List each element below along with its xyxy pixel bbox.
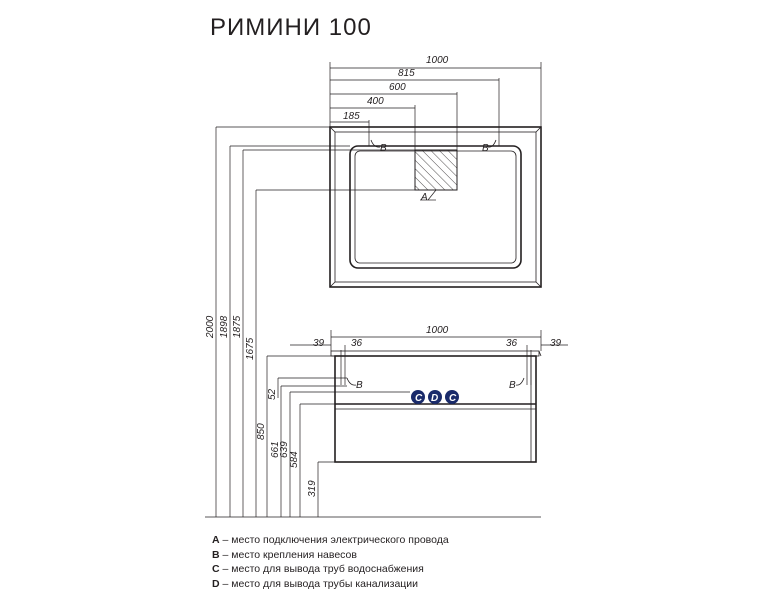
label-b-mirror-left: B xyxy=(380,143,387,154)
label-c-left: C xyxy=(415,393,423,404)
water-pipe-outlet-right xyxy=(445,390,459,404)
cabinet-front-view: 1000 39 36 36 39 B B C D C xyxy=(290,325,568,463)
mirror-outer-frame xyxy=(329,126,542,288)
label-b-cabinet-right: B xyxy=(509,380,516,391)
dim-1000-cabinet: 1000 xyxy=(426,325,449,336)
height-1875: 1875 xyxy=(232,315,243,338)
height-1898: 1898 xyxy=(219,315,230,338)
mirror-width-dimensions: 1000 815 600 400 185 xyxy=(329,55,542,150)
label-d: D xyxy=(431,393,438,404)
dim-400: 400 xyxy=(367,96,384,107)
label-a: A xyxy=(420,192,428,203)
label-b-cabinet-left: B xyxy=(356,380,363,391)
legend: A – место подключения электрического про… xyxy=(212,533,449,591)
page-title: РИМИНИ 100 xyxy=(210,14,372,41)
mirror-bevel xyxy=(334,131,537,283)
mirror-top-view: 1000 815 600 400 185 B B A xyxy=(329,55,542,288)
dim-36-left: 36 xyxy=(351,338,363,349)
dim-39-left: 39 xyxy=(313,338,325,349)
height-584: 584 xyxy=(289,451,300,468)
legend-item-d: D – место для вывода трубы канализации xyxy=(212,577,419,590)
height-1675: 1675 xyxy=(245,337,256,360)
dim-600: 600 xyxy=(389,82,406,93)
dim-36-right: 36 xyxy=(506,338,518,349)
electrical-connection-zone xyxy=(414,149,458,191)
height-661: 661 xyxy=(270,441,281,458)
height-319: 319 xyxy=(307,480,318,497)
height-52: 52 xyxy=(267,388,278,400)
legend-item-c: C – место для вывода труб водоснабжения xyxy=(212,563,424,575)
legend-item-b: B – место крепления навесов xyxy=(212,548,357,561)
cabinet-width-dimensions: 1000 39 36 36 39 xyxy=(290,325,568,385)
height-2000: 2000 xyxy=(205,315,216,339)
height-850: 850 xyxy=(256,423,267,440)
dim-185: 185 xyxy=(343,111,360,122)
height-dimensions: 2000 1898 1875 1675 850 52 661 639 584 xyxy=(205,126,420,517)
legend-item-a: A – место подключения электрического про… xyxy=(212,534,449,546)
dim-815: 815 xyxy=(398,68,415,79)
height-639: 639 xyxy=(279,441,290,458)
water-pipe-outlet-left xyxy=(411,390,425,404)
label-c-right: C xyxy=(449,393,457,404)
label-b-mirror-right: B xyxy=(482,143,489,154)
dim-1000-top: 1000 xyxy=(426,55,449,66)
dim-39-right: 39 xyxy=(550,338,562,349)
sewer-outlet xyxy=(428,390,442,404)
mirror-light-frame xyxy=(349,145,522,269)
